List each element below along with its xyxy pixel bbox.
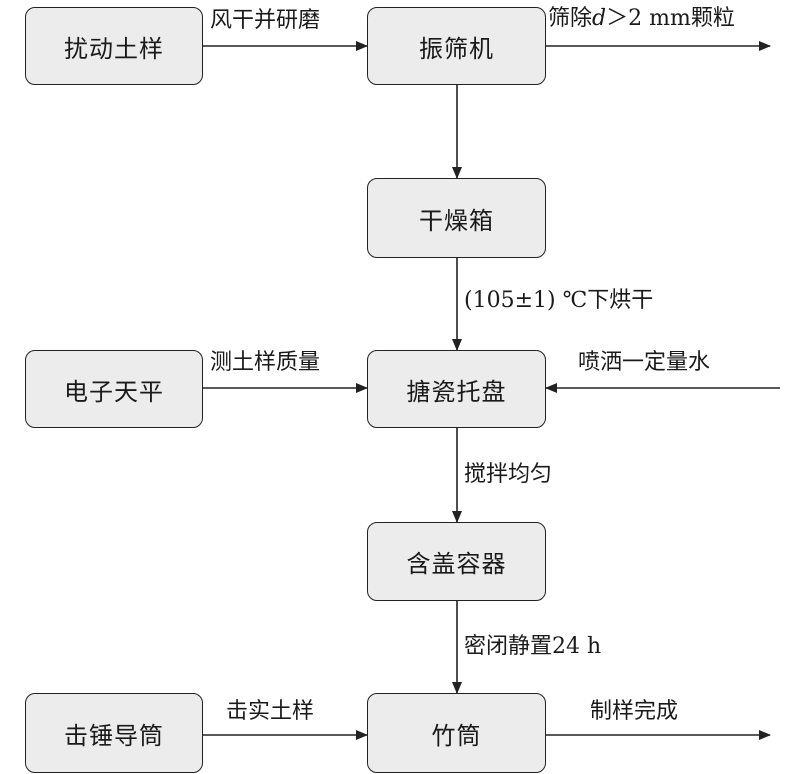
node-shaker: 振筛机 xyxy=(367,7,546,85)
label-sample-done: 制样完成 xyxy=(590,699,679,724)
node-hammer-tube: 击锤导筒 xyxy=(25,693,203,773)
node-oven: 干燥箱 xyxy=(367,178,546,258)
label-air-dry-grind: 风干并研磨 xyxy=(210,8,321,33)
label-seal-24h: 密闭静置24 h xyxy=(464,634,602,659)
label-sieve-var: d xyxy=(592,6,607,31)
label-sieve: 筛除d＞2 mm颗粒 xyxy=(548,6,735,32)
node-covered-container: 含盖容器 xyxy=(367,522,546,601)
label-compact-soil: 击实土样 xyxy=(226,699,315,724)
node-disturbed-soil: 扰动土样 xyxy=(25,7,203,85)
label-dry-at-temp: (105±1) ℃下烘干 xyxy=(464,288,654,313)
label-stir-evenly: 搅拌均匀 xyxy=(464,462,553,487)
label-weigh-soil: 测土样质量 xyxy=(210,350,321,375)
node-electronic-balance: 电子天平 xyxy=(25,350,203,428)
label-sieve-prefix: 筛除 xyxy=(548,6,593,31)
node-enamel-tray: 搪瓷托盘 xyxy=(367,350,546,428)
label-spray-water: 喷洒一定量水 xyxy=(578,350,711,375)
node-bamboo-tube: 竹筒 xyxy=(367,693,546,773)
label-sieve-suffix: ＞2 mm颗粒 xyxy=(606,6,735,31)
